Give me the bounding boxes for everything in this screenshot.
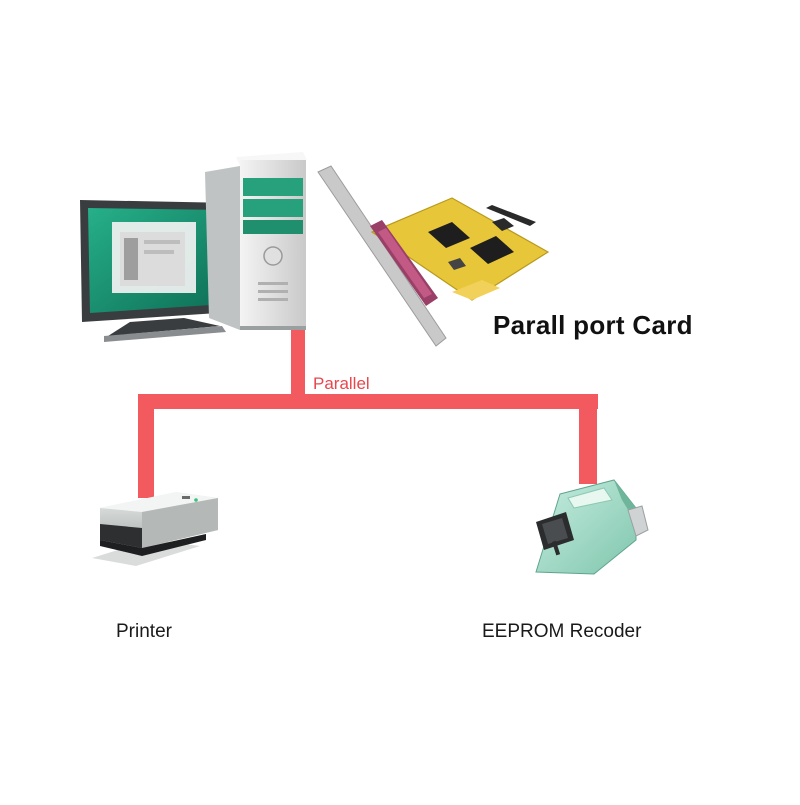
eeprom-label: EEPROM Recoder [482,621,642,642]
bus-drop-printer [138,394,154,498]
card-title: Parall port Card [493,310,693,340]
pci-parallel-card-icon [317,165,550,347]
desktop-computer-icon [80,152,307,342]
parallel-bus [138,328,598,498]
bus-horizontal [138,394,598,409]
printer-label: Printer [116,621,172,642]
bus-drop-eeprom [579,394,597,484]
bus-drop-computer [291,328,305,402]
printer-icon [92,492,218,566]
bus-label: Parallel [313,374,370,393]
eeprom-programmer-icon [535,479,649,575]
